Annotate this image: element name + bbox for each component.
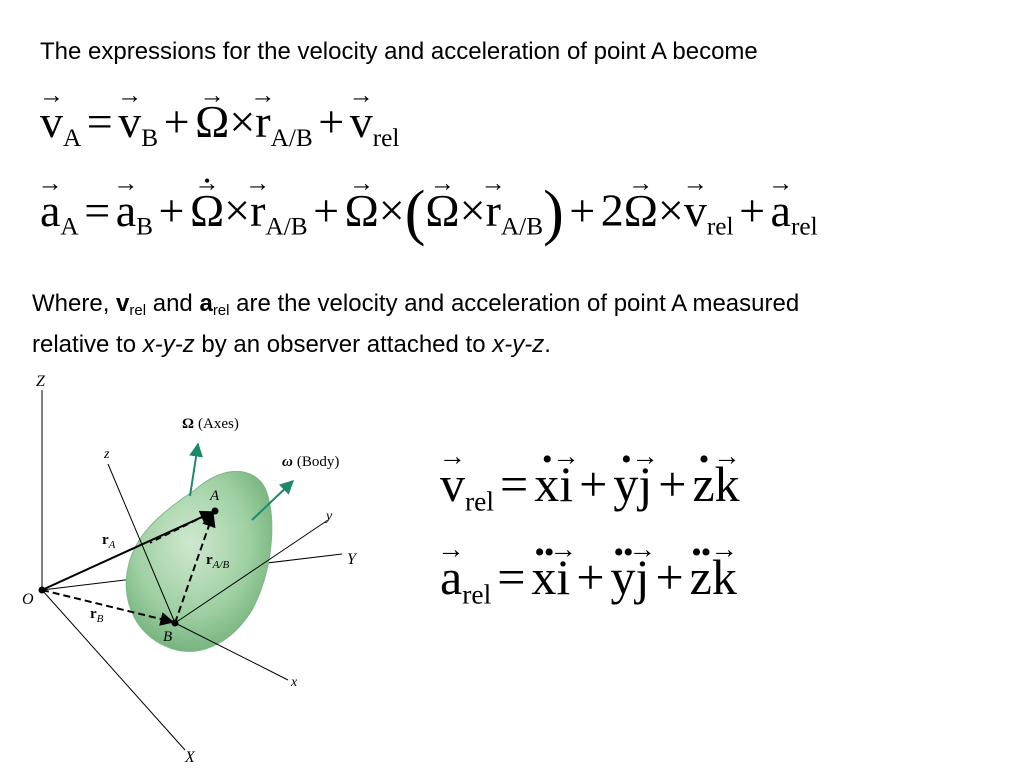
relative-velocity-equation: vrel=xi+yj+zk [440, 455, 740, 518]
omega-vector: Ω [195, 95, 229, 148]
label-Z: Z [36, 373, 46, 390]
x-axis [174, 622, 289, 681]
label-rAB: rA/B [206, 552, 229, 571]
point-A [211, 507, 219, 515]
label-X: X [184, 749, 196, 766]
intro-text: The expressions for the velocity and acc… [40, 38, 758, 65]
rigid-body-figure: Z X Y O x y z A B rA rB rA/B Ω(Axes) ω(B… [22, 373, 358, 766]
label-O: O [22, 591, 34, 608]
label-B: B [163, 629, 172, 645]
label-omega-axes: Ω(Axes) [182, 416, 239, 432]
where-line-2: relative to x-y-z by an observer attache… [32, 331, 551, 358]
y-axis [174, 519, 329, 624]
velocity-equation: vA=vB+Ω×rA/B+vrel [40, 95, 399, 153]
point-O [38, 586, 46, 594]
label-rB: rB [90, 606, 104, 625]
where-line-1: Where, vrel and arel are the velocity an… [32, 290, 800, 319]
omega-body-arrow [251, 480, 295, 521]
omega-axes-arrow [189, 442, 204, 497]
point-B [171, 619, 179, 627]
label-x: x [290, 675, 298, 690]
omega-dot-vector: Ω [190, 184, 224, 237]
relative-acceleration-equation: arel=xi+yj+zk [440, 548, 737, 611]
label-A: A [209, 488, 220, 504]
X-axis [41, 589, 186, 751]
rB-vector [41, 589, 175, 626]
rigid-body [125, 470, 273, 652]
where-paragraph: Where, vrel and arel are the velocity an… [32, 287, 799, 362]
acceleration-equation: aA=aB+Ω×rA/B+Ω×(Ω×rA/B)+2Ω×vrel+arel [40, 178, 818, 249]
label-omega-body: ω(Body) [282, 454, 339, 470]
label-Y: Y [347, 551, 358, 568]
vector-v: v [40, 95, 63, 148]
label-rA: rA [102, 532, 116, 551]
label-z: z [103, 447, 110, 462]
label-y: y [324, 509, 333, 524]
z-axis [107, 463, 176, 624]
rA-vector [41, 510, 215, 591]
rAB-vector [174, 512, 216, 624]
